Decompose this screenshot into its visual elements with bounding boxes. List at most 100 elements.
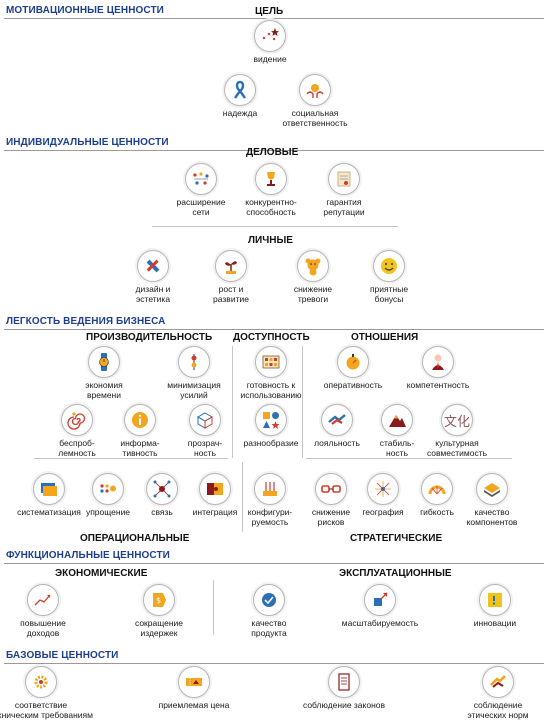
value-simplify: упрощение (53, 473, 163, 518)
value-label: гибкость (420, 507, 454, 517)
value-label: дизайн и эстетика (135, 284, 171, 304)
calendar-grid-icon (255, 346, 287, 378)
value-label: соответствие техническим требованиям (0, 700, 93, 720)
subhead-business: ДЕЛОВЫЕ (246, 147, 299, 158)
value-label: культурная совместимость (426, 438, 488, 458)
subhead-strategic: СТРАТЕГИЧЕСКИЕ (350, 533, 443, 544)
teddy-bear-icon (297, 250, 329, 282)
value-costs: $ сокращение издержек (104, 584, 214, 638)
value-risk: снижение рисков (276, 473, 386, 527)
value-ready: готовность к использованию (216, 346, 326, 400)
value-integration: интеграция (160, 473, 270, 518)
value-label: экономия времени (85, 380, 123, 400)
link-chain-icon (315, 473, 347, 505)
value-link: связь (107, 473, 217, 518)
lower-column-divider (242, 462, 243, 532)
value-label: соблюдение этических норм (467, 700, 529, 720)
value-label: сокращение издержек (134, 618, 184, 638)
layers-icon (476, 473, 508, 505)
info-icon (124, 404, 156, 436)
value-ethics: соблюдение этических норм (443, 666, 550, 720)
subhead-relations: ОТНОШЕНИЯ (351, 332, 419, 343)
value-label: прозрач- ность (187, 438, 223, 458)
value-bonuses: приятные бонусы (334, 250, 444, 304)
subhead-productivity: ПРОИЗВОДИТЕЛЬНОСТЬ (86, 332, 213, 343)
gear-icon (25, 666, 57, 698)
value-culture: 文化 культурная совместимость (402, 404, 512, 458)
shapes-icon (255, 404, 287, 436)
value-label: упрощение (85, 507, 131, 517)
section-title-functional: ФУНКЦИОНАЛЬНЫЕ ЦЕННОСТИ (6, 550, 170, 561)
value-tech: соответствие техническим требованиям (0, 666, 96, 720)
section-title-motivational: МОТИВАЦИОННЫЕ ЦЕННОСТИ (6, 5, 164, 16)
value-label: стабиль- ность (379, 438, 415, 458)
section-title-ease: ЛЕГКОСТЬ ВЕДЕНИЯ БИЗНЕСА (6, 316, 166, 327)
value-competence: компетентность (383, 346, 493, 391)
value-label: конкурентно- способность (245, 197, 297, 217)
value-price: приемлемая цена (139, 666, 249, 711)
value-label: интеграция (192, 507, 238, 517)
section-title-individual: ИНДИВИДУАЛЬНЫЕ ЦЕННОСТИ (6, 137, 169, 148)
handshake-ethics-icon (482, 666, 514, 698)
arc-icon (421, 473, 453, 505)
operational-divider (34, 458, 228, 459)
value-trouble: беспроб- лемность (22, 404, 132, 458)
folders-icon (33, 473, 65, 505)
value-network: расширение сети (146, 163, 256, 217)
value-reputation: гарантия репутации (289, 163, 399, 217)
network-icon (185, 163, 217, 195)
column-divider-right (302, 346, 303, 458)
value-speed: оперативность (298, 346, 408, 391)
value-label: приемлемая цена (158, 700, 230, 710)
value-label: соблюдение законов (302, 700, 386, 710)
subhead-operational: ОПЕРАЦИОНАЛЬНЫЕ (80, 533, 190, 544)
section-divider (4, 663, 544, 664)
value-label: повышение доходов (20, 618, 66, 638)
document-icon (328, 666, 360, 698)
hieroglyph-icon: 文化 (441, 404, 473, 436)
value-label: качество продукта (251, 618, 287, 638)
cube-icon (189, 404, 221, 436)
value-label: рост и развитие (213, 284, 249, 304)
minimize-icon (178, 346, 210, 378)
mountain-icon (381, 404, 413, 436)
functional-divider (213, 580, 214, 635)
subhead-goal: ЦЕЛЬ (255, 6, 284, 17)
value-social: социальная ответственность (260, 74, 370, 128)
value-label: масштабируемость (341, 618, 419, 628)
burst-icon (367, 473, 399, 505)
subhead-personal: ЛИЧНЫЕ (248, 235, 293, 246)
subhead-exploitation: ЭКСПЛУАТАЦИОННЫЕ (339, 568, 452, 579)
value-label: инновации (473, 618, 517, 628)
value-inform: информа- тивность (85, 404, 195, 458)
value-anxiety: снижение тревоги (258, 250, 368, 304)
expert-icon (422, 346, 454, 378)
rising-chart-icon (27, 584, 59, 616)
business-personal-divider (152, 226, 398, 227)
section-divider (4, 563, 544, 564)
sliders-icon (254, 473, 286, 505)
dots-grid-icon (92, 473, 124, 505)
stopwatch-icon (337, 346, 369, 378)
value-income: повышение доходов (0, 584, 98, 638)
value-label: минимизация усилий (167, 380, 221, 400)
puzzle-icon (199, 473, 231, 505)
value-label: качество компонентов (466, 507, 518, 527)
value-flex: гибкость (382, 473, 492, 518)
value-variety: разнообразие (216, 404, 326, 449)
scale-arrow-icon (364, 584, 396, 616)
value-label: снижение тревоги (293, 284, 333, 304)
smiley-icon (373, 250, 405, 282)
handshake-icon (321, 404, 353, 436)
note-icon (479, 584, 511, 616)
value-config: конфигури- руемость (215, 473, 325, 527)
value-effort: минимизация усилий (139, 346, 249, 400)
value-label: беспроб- лемность (58, 438, 96, 458)
value-label: видение (253, 54, 287, 64)
trophy-icon (255, 163, 287, 195)
value-label: оперативность (323, 380, 383, 390)
value-loyalty: лояльность (282, 404, 392, 449)
check-circle-icon (253, 584, 285, 616)
value-components: качество компонентов (437, 473, 547, 527)
hands-globe-icon (299, 74, 331, 106)
